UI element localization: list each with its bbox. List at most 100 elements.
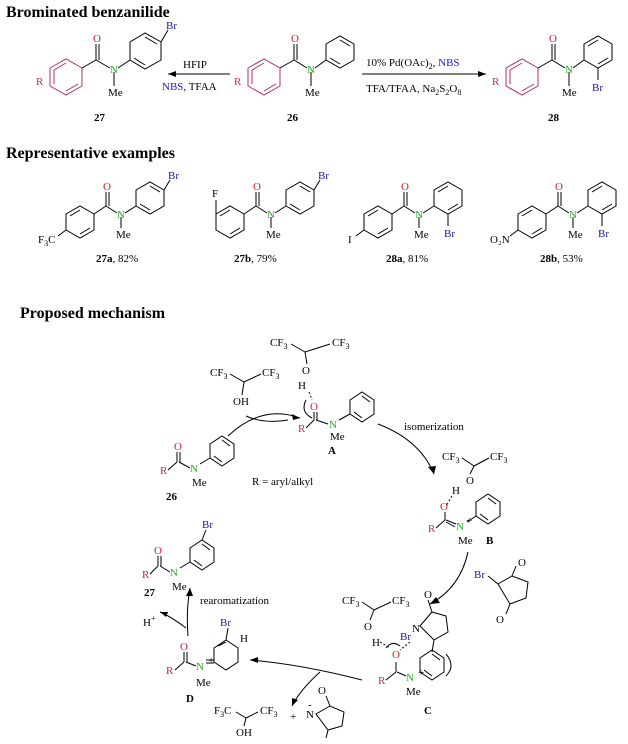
intermediate-a: O R N Me A — [298, 391, 375, 457]
atom-br: Br — [318, 170, 329, 182]
svg-text:OH: OH — [233, 396, 249, 408]
atom-n: N — [415, 209, 423, 221]
heading-brominated-benzanilide: Brominated benzanilide — [6, 4, 170, 21]
atom-me: Me — [414, 229, 429, 241]
atom-n: N — [569, 209, 577, 221]
svg-text:O: O — [364, 621, 372, 633]
svg-text:H: H — [240, 633, 248, 645]
svg-text:Me: Me — [196, 677, 211, 689]
svg-text:O: O — [180, 641, 188, 653]
svg-text:O: O — [302, 365, 310, 377]
svg-text:H: H — [298, 380, 306, 392]
atom-o: O — [555, 181, 563, 193]
nbs-reagent: Br O O — [474, 557, 529, 626]
svg-text:N: N — [406, 672, 414, 684]
isomerization-label: isomerization — [404, 421, 464, 433]
byproducts: F3C CF3 OH + O N - — [214, 685, 345, 739]
arrow-c-to-d — [249, 659, 363, 681]
svg-text:CF3: CF3 — [490, 451, 507, 465]
mechanism-27: O R N Me Br 27 — [142, 519, 215, 599]
svg-text:+: + — [208, 655, 214, 667]
label-c: C — [424, 705, 432, 717]
svg-text:R: R — [160, 465, 168, 477]
svg-text:O: O — [496, 614, 504, 626]
svg-text:-: - — [308, 699, 312, 711]
compound-27-label: 27 — [94, 112, 106, 124]
svg-text:N: N — [306, 709, 314, 721]
atom-br: Br — [598, 228, 609, 240]
atom-br: Br — [592, 82, 603, 94]
intermediate-c: CF3 CF3 O H O Br O N R N + Me C — [342, 589, 452, 717]
example-27a-caption: 27a, 82% — [96, 253, 138, 265]
svg-text:R: R — [378, 675, 386, 687]
atom-n: N — [565, 64, 573, 76]
example-28b: O₂N O N Me Br 28b, 53% — [490, 181, 617, 265]
r-definition: R = aryl/alkyl — [252, 476, 313, 488]
svg-text:CF3: CF3 — [392, 595, 409, 609]
svg-text:R: R — [298, 423, 306, 435]
atom-me: Me — [108, 87, 123, 99]
substituent-f3c: F3C — [38, 234, 55, 248]
intermediate-b: O R N + Me B — [428, 493, 501, 547]
atom-o: O — [103, 181, 111, 193]
atom-n: N — [307, 64, 315, 76]
rearomatization-label: rearomatization — [200, 595, 270, 607]
atom-r: R — [36, 76, 44, 88]
svg-text:O: O — [392, 649, 400, 661]
right-condition-line1: 10% Pd(OAc)2, NBS — [366, 57, 460, 71]
atom-r: R — [234, 76, 242, 88]
svg-text:O: O — [424, 589, 432, 601]
example-27a: F3C O N Me Br 27a, 82% — [38, 170, 179, 265]
arrow-b-to-c — [429, 551, 469, 605]
atom-o: O — [549, 33, 557, 45]
example-27b-caption: 27b, 79% — [234, 253, 277, 265]
svg-text:Br: Br — [220, 617, 231, 629]
molecule-28: R O N Me Br 28 — [492, 33, 613, 124]
svg-text:O: O — [518, 557, 526, 569]
example-28b-caption: 28b, 53% — [540, 253, 583, 265]
atom-br: Br — [444, 228, 455, 240]
mech-26-label: 26 — [166, 491, 178, 503]
mech-27-label: 27 — [144, 587, 156, 599]
svg-text:Me: Me — [172, 581, 187, 593]
label-b: B — [486, 535, 494, 547]
hfip-b: CF3 CF3 O H — [442, 451, 507, 507]
svg-text:Br: Br — [202, 519, 213, 531]
svg-text:N: N — [329, 419, 337, 431]
svg-text:Br: Br — [400, 631, 411, 643]
svg-text:CF3: CF3 — [342, 595, 359, 609]
example-28a-caption: 28a, 81% — [386, 253, 428, 265]
substituent-f: F — [212, 188, 218, 200]
svg-text:Me: Me — [330, 431, 345, 443]
svg-text:N: N — [412, 623, 420, 635]
atom-me: Me — [562, 87, 577, 99]
heading-representative-examples: Representative examples — [6, 145, 175, 162]
svg-text:CF3: CF3 — [210, 367, 227, 381]
intermediate-d: O R N + Me Br H D — [166, 617, 248, 705]
atom-o: O — [93, 33, 101, 45]
svg-text:O: O — [466, 475, 474, 487]
atom-r: R — [492, 76, 500, 88]
molecule-26: R O N Me 26 — [234, 33, 355, 124]
atom-o: O — [401, 181, 409, 193]
mechanism-26: O R N Me 26 R = aryl/alkyl — [160, 435, 313, 503]
svg-text:O: O — [318, 685, 326, 697]
atom-me: Me — [568, 229, 583, 241]
example-28a: I O N Me Br 28a, 81% — [348, 181, 463, 265]
atom-n: N — [117, 209, 125, 221]
svg-text:R: R — [428, 523, 436, 535]
hfip-a: CF3 CF3 O H — [270, 337, 349, 401]
svg-text:CF3: CF3 — [270, 337, 287, 351]
svg-text:F3C: F3C — [214, 705, 231, 719]
label-d: D — [186, 693, 194, 705]
arrow-26-to-a — [227, 413, 301, 437]
svg-text:O: O — [154, 545, 162, 557]
svg-text:N: N — [170, 567, 178, 579]
atom-br: Br — [166, 20, 177, 32]
svg-text:R: R — [166, 665, 174, 677]
svg-text:H: H — [452, 485, 460, 497]
heading-proposed-mechanism: Proposed mechanism — [20, 305, 166, 322]
atom-me: Me — [305, 87, 320, 99]
